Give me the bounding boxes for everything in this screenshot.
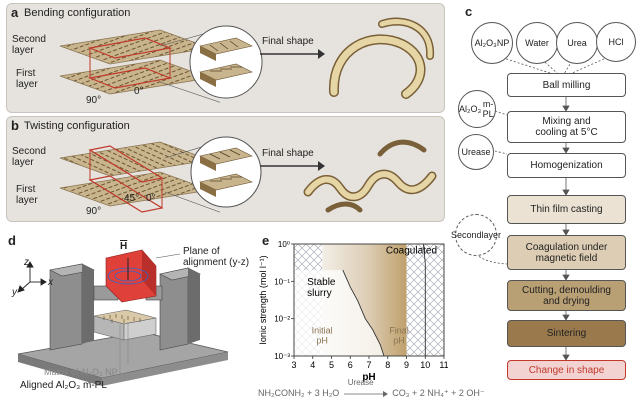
panel-d-left-magnet [49,263,83,351]
x-axis-label: pH [362,372,375,383]
panel-a-final-shape-label: Final shape [262,36,314,47]
panel-d-right-magnet [159,267,189,351]
panel-e-equation: NH₂CONH₂ + 3 H₂O Urease CO₃ + 2 NH₄⁺ + 2… [258,378,485,399]
y-tick-label: 10⁻² [274,315,290,324]
panel-d-aligned-label: Aligned Al₂O₃ m-PL [20,380,107,391]
x-tick-label: 3 [291,360,296,370]
x-tick-label: 5 [329,360,334,370]
annotation-label: Final [389,326,409,336]
y-tick-label: 10⁰ [278,240,290,249]
panel-b-angle-45: 45° [124,193,140,204]
x-tick-label: 8 [385,360,390,370]
panel-b-final-shape-label: Final shape [262,148,314,159]
panel-a-first-layer-label: First layer [16,68,38,90]
region-label-coagulated: Coagulated [386,246,437,257]
panel-a-final-shape-bend [328,17,435,99]
panel-a-zoom-circle [189,25,263,99]
panel-a-angle-90: 90° [86,95,102,106]
panel-d-axis-z: z [24,257,29,268]
panel-b-title: Twisting configuration [24,120,130,132]
panel-a-letter: a [11,5,19,20]
x-tick-label: 9 [404,360,409,370]
panel-b-letter: b [11,118,19,133]
y-axis-label: Ionic strength (mol l⁻¹) [258,255,268,344]
panel-b-arrow [260,161,325,171]
annotation-label-2: pH [393,336,405,346]
panel-b-second-layer-label: Second layer [12,146,46,168]
equation-arrow: Urease [342,378,390,399]
panel-e-chart: 3 4 5 6 7 8 9 10 11 10⁻³ 10⁻² 10⁻¹ 10⁰ pH Ionic streng… [258,240,448,383]
process-step: Homogenization [507,153,626,178]
annotation-label: Initial [312,326,333,336]
equation-catalyst: Urease [347,377,374,387]
input-bubble: HCl [596,22,636,62]
panel-c-letter: c [465,4,473,19]
panel-b-angle-90: 90° [86,206,102,217]
equation-right: CO₃ + 2 NH₄⁺ + 2 OH⁻ [392,388,485,398]
y-tick-label: 10⁻³ [274,352,290,361]
x-tick-label: 4 [310,360,315,370]
chart-right-boundary-curve [422,243,426,356]
panel-a-second-layer-label: Second layer [12,34,46,56]
panel-d-setup-illustration [17,249,229,386]
chart-stable-region [294,270,384,356]
panel-b-final-shape-twist [303,139,437,213]
process-step: Ball milling [507,73,626,97]
panel-d-axis-x: x [48,277,53,288]
chart-boundary-curve [342,269,385,357]
side-input-bubble: Urease [458,134,494,170]
panel-a-arrow [260,49,325,59]
equation-left: NH₂CONH₂ + 3 H₂O [258,388,340,398]
panel-d-field-label: H [120,241,128,252]
x-tick-label: 10 [420,360,430,370]
panel-a-title: Bending configuration [24,7,131,19]
process-step: Sintering [507,320,626,347]
x-tick-label: 6 [348,360,353,370]
panel-e-letter: e [262,233,270,248]
input-bubble: Water [516,22,558,64]
panel-d-letter: d [8,233,16,248]
panel-d-matrix-label: Matrix of Al₂O₃ NP [44,367,118,377]
panel-d-axis-y: y [12,287,17,298]
region-label-stable: Stable [307,277,336,288]
panel-d-plane-label: Plane of alignment (y-z) [183,246,250,268]
x-tick-label: 11 [439,360,448,370]
region-label-stable-2: slurry [307,288,331,299]
x-tick-label: 7 [366,360,371,370]
annotation-label-2: pH [316,336,328,346]
panel-b-zoom-circle [190,136,262,208]
y-tick-label: 10⁻¹ [274,277,290,286]
panel-a-angle-0: 0° [134,86,144,97]
panel-b-angle-0: 0° [146,193,156,204]
panel-b-first-layer-label: First layer [16,184,38,206]
process-step: Change in shape [507,360,626,380]
input-bubble: Urea [556,22,598,64]
process-step: Thin film casting [507,195,626,224]
